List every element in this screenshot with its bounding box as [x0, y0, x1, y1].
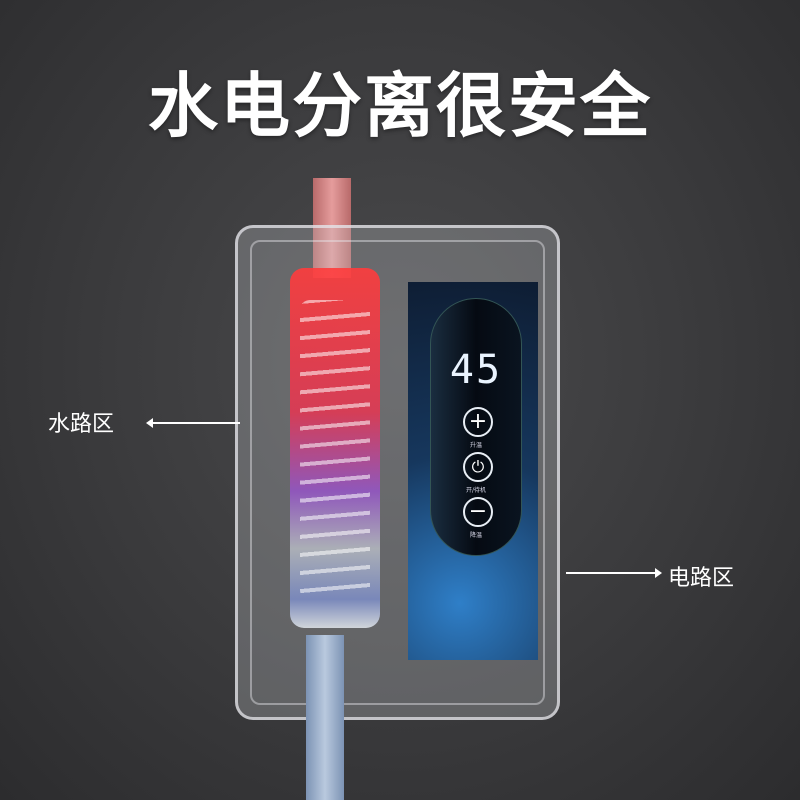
heating-coil: [300, 300, 370, 600]
temp-down-button[interactable]: −: [463, 497, 493, 527]
outlet-pipe-cold: [306, 635, 344, 800]
power-label: 开/待机: [465, 487, 487, 494]
temp-down-label: 降温: [469, 532, 482, 539]
electric-zone-arrow: [566, 568, 662, 578]
temp-up-label: 升温: [469, 442, 482, 449]
power-icon: ⏻: [471, 457, 485, 476]
water-zone-arrow: [146, 418, 240, 428]
headline: 水电分离很安全: [148, 65, 652, 147]
minus-icon: −: [468, 499, 488, 524]
power-button[interactable]: ⏻: [463, 452, 493, 482]
inlet-pipe-hot: [313, 178, 351, 278]
water-zone-label: 水路区: [48, 412, 115, 437]
control-panel: 45 + 升温 ⏻ 开/待机 − 降温: [430, 298, 522, 556]
plus-icon: +: [468, 409, 488, 434]
electric-zone-label: 电路区: [668, 566, 735, 591]
temperature-display: 45: [449, 347, 503, 393]
temp-up-button[interactable]: +: [463, 407, 493, 437]
